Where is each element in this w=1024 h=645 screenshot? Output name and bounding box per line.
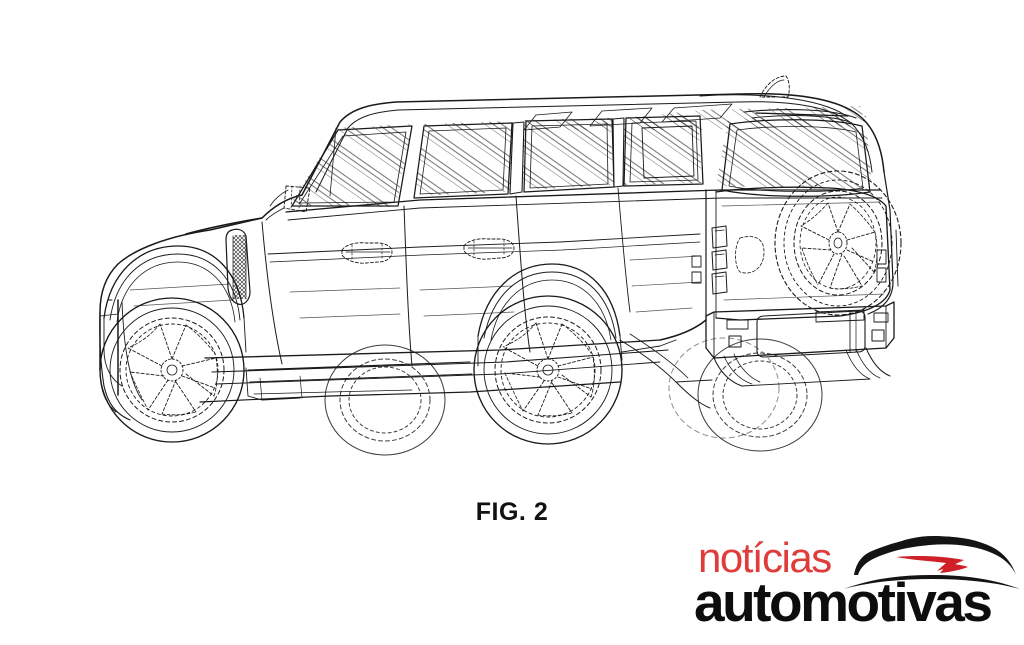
window-frames [291,115,871,207]
body-surface-lines [129,201,885,319]
rear-lower-body [619,333,713,409]
far-side-wheels [324,337,823,456]
car-silhouette-icon [842,531,1022,593]
figure-caption: FIG. 2 [475,498,549,526]
body-outline [99,92,899,421]
rear-wheel [473,295,623,445]
side-rocker-sill [245,339,677,401]
tailgate-mounted-spare-wheel [774,170,902,323]
watermark-logo: notícias automotivas [692,531,1022,641]
front-fender-side-vent [225,228,251,305]
rear-door-handle [463,238,515,260]
watermark-noticias-text: notícias [698,534,832,581]
front-door-window [414,121,513,196]
patent-drawing [99,75,902,456]
shark-fin-antenna [759,75,790,98]
windshield-glass [290,124,412,207]
front-wheel [99,297,245,443]
roof-details [523,75,857,131]
door-handles [341,238,515,264]
rear-license-plate-recess [756,310,866,358]
vertical-tail-light-cluster [691,225,887,295]
front-door-handle [341,242,393,264]
watermark-automotivas-text: automotivas [694,571,993,633]
front-lower-body [99,299,119,413]
side-mirror [265,185,311,221]
wheel-arches [103,245,623,387]
rear-bumper [705,301,895,387]
